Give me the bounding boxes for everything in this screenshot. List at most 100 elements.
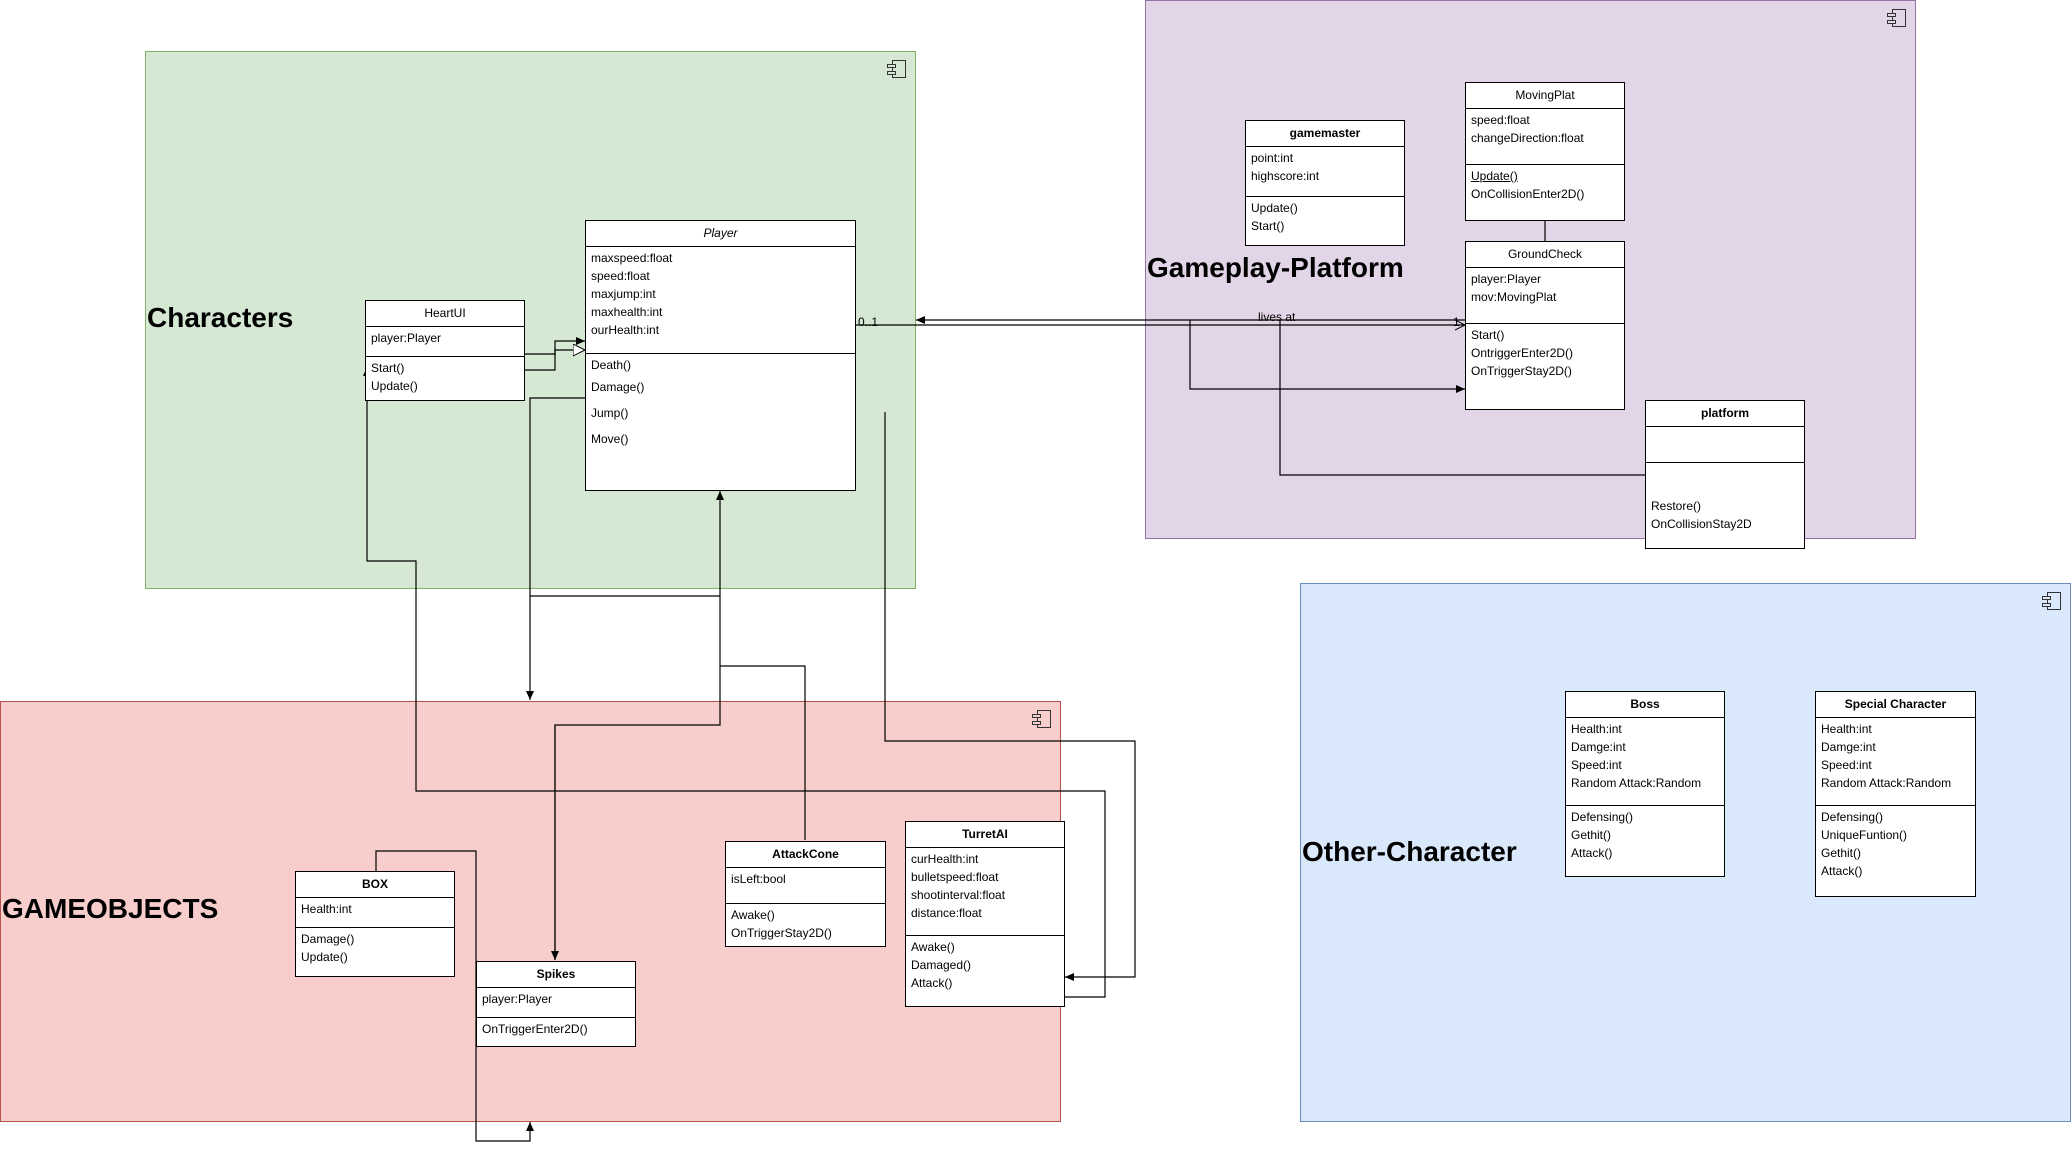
operation[interactable]: Update(): [1471, 169, 1518, 183]
class-name: Boss: [1566, 692, 1724, 718]
operation[interactable]: Restore(): [1651, 499, 1702, 513]
operations-section: Defensing() UniqueFuntion() Gethit() Attack…: [1816, 806, 1975, 894]
operation[interactable]: Defensing(): [1821, 810, 1884, 824]
operation[interactable]: Attack(): [1571, 846, 1613, 860]
attribute[interactable]: isLeft:bool: [731, 872, 786, 886]
operations-section: Update() OnCollisionEnter2D(): [1466, 165, 1624, 221]
class-name: TurretAI: [906, 822, 1064, 848]
attributes-section: player:Player: [477, 988, 635, 1018]
operation[interactable]: Move(): [591, 432, 629, 446]
operation[interactable]: Start(): [1471, 328, 1505, 342]
class-name: BOX: [296, 872, 454, 898]
edge-to-ontriggerstay[interactable]: [1189, 320, 1465, 393]
attribute[interactable]: Health:int: [1571, 722, 1622, 736]
operation[interactable]: OnCollisionEnter2D(): [1471, 187, 1585, 201]
attribute[interactable]: maxhealth:int: [591, 305, 663, 319]
attribute[interactable]: Damge:int: [1821, 740, 1876, 754]
attributes-section: player:Player mov:MovingPlat: [1466, 268, 1624, 324]
attribute[interactable]: speed:float: [591, 269, 650, 283]
operation[interactable]: Start(): [1251, 219, 1285, 233]
operation[interactable]: UniqueFuntion(): [1821, 828, 1908, 842]
edge-platform-to-player[interactable]: [1279, 320, 1645, 476]
class-name: platform: [1646, 401, 1804, 427]
edge-player-turretai[interactable]: [884, 412, 1136, 981]
attribute[interactable]: Damge:int: [1571, 740, 1626, 754]
operation[interactable]: Gethit(): [1821, 846, 1862, 860]
attribute[interactable]: Health:int: [301, 902, 352, 916]
attribute[interactable]: maxspeed:float: [591, 251, 673, 265]
component-icon: [1032, 710, 1051, 728]
class-turretai[interactable]: TurretAI curHealth:int bulletspeed:float sh…: [905, 821, 1065, 1007]
attribute[interactable]: changeDirection:float: [1471, 131, 1584, 145]
package-label-other-character: Other-Character: [1302, 836, 1517, 867]
operations-section: Defensing() Gethit() Attack(): [1566, 806, 1724, 874]
attribute[interactable]: distance:float: [911, 906, 982, 920]
edge-heartui-player-2[interactable]: [525, 350, 585, 371]
attribute[interactable]: highscore:int: [1251, 169, 1320, 183]
operation[interactable]: Defensing(): [1571, 810, 1634, 824]
operation[interactable]: Update(): [1251, 201, 1298, 215]
package-label-gameobjects: GAMEOBJECTS: [2, 893, 219, 924]
operation[interactable]: OnCollisionStay2D: [1651, 517, 1752, 531]
edge-player-spikes[interactable]: [720, 665, 806, 840]
attribute[interactable]: shootinterval:float: [911, 888, 1006, 902]
operation[interactable]: OntriggerEnter2D(): [1471, 346, 1574, 360]
edge-damage-to-gameobjects[interactable]: [526, 397, 585, 700]
operation[interactable]: Update(): [371, 379, 418, 393]
operation[interactable]: Jump(): [591, 406, 629, 420]
class-name: AttackCone: [726, 842, 885, 868]
attribute[interactable]: mov:MovingPlat: [1471, 290, 1557, 304]
attribute[interactable]: player:Player: [1471, 272, 1542, 286]
operations-section: Awake() Damaged() Attack(): [906, 936, 1064, 996]
attributes-section: Health:int: [296, 898, 454, 928]
class-name: Player: [586, 221, 855, 247]
edge-label-multiplicity-player: 0..1: [858, 315, 879, 329]
operation[interactable]: Gethit(): [1571, 828, 1612, 842]
operation[interactable]: Damage(): [301, 932, 355, 946]
operation[interactable]: Start(): [371, 361, 405, 375]
attribute[interactable]: Health:int: [1821, 722, 1872, 736]
edge-heartui-player-1[interactable]: [525, 337, 585, 355]
attribute[interactable]: player:Player: [371, 331, 442, 345]
attribute[interactable]: curHealth:int: [911, 852, 979, 866]
attribute[interactable]: player:Player: [482, 992, 553, 1006]
attribute[interactable]: Random Attack:Random: [1571, 776, 1702, 790]
operation[interactable]: Awake(): [911, 940, 955, 954]
attribute[interactable]: speed:float: [1471, 113, 1530, 127]
operation[interactable]: OnTriggerStay2D(): [1471, 364, 1572, 378]
attribute[interactable]: Random Attack:Random: [1821, 776, 1952, 790]
operation[interactable]: Death(): [591, 358, 632, 372]
edge-turretai-heartui[interactable]: [363, 367, 1106, 998]
operation[interactable]: Damaged(): [911, 958, 972, 972]
operation[interactable]: Awake(): [731, 908, 775, 922]
operation[interactable]: Update(): [301, 950, 348, 964]
operation[interactable]: OnTriggerStay2D(): [731, 926, 832, 940]
attribute[interactable]: Speed:int: [1821, 758, 1872, 772]
attribute[interactable]: maxjump:int: [591, 287, 656, 301]
attribute[interactable]: bulletspeed:float: [911, 870, 999, 884]
operation[interactable]: Attack(): [911, 976, 953, 990]
class-name: Spikes: [477, 962, 635, 988]
operation[interactable]: Attack(): [1821, 864, 1863, 878]
operation[interactable]: OnTriggerEnter2D(): [482, 1022, 588, 1036]
attribute[interactable]: point:int: [1251, 151, 1294, 165]
attribute[interactable]: Speed:int: [1571, 758, 1622, 772]
edge-spikes-player[interactable]: [554, 491, 724, 960]
operation[interactable]: Damage(): [591, 380, 645, 394]
class-player[interactable]: Player maxspeed:float speed:float maxjump:i…: [585, 220, 856, 491]
attribute[interactable]: ourHealth:int: [591, 323, 660, 337]
